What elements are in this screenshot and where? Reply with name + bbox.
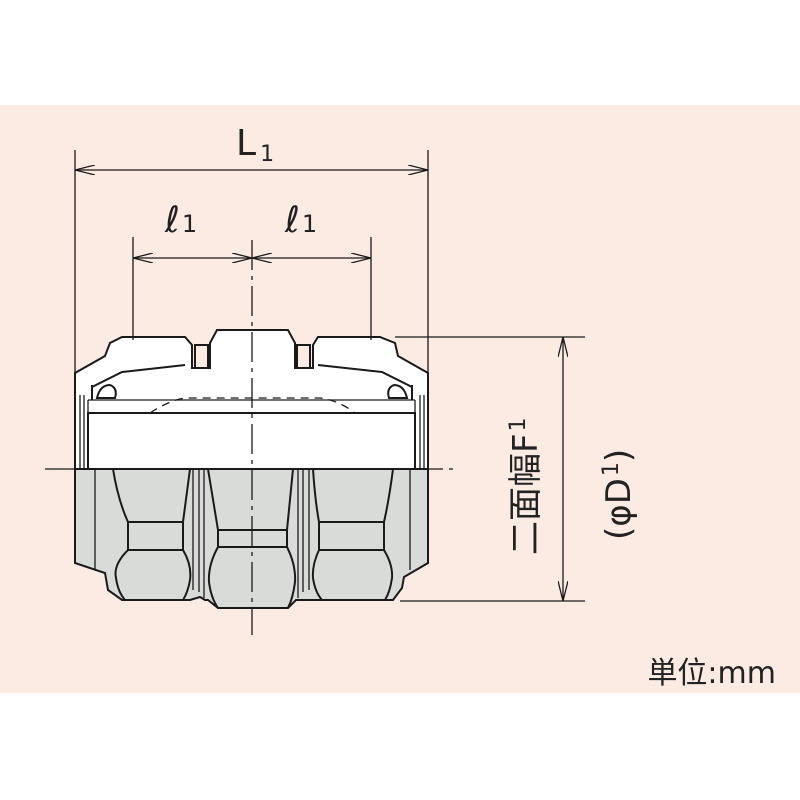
extension-lines	[74, 150, 585, 602]
unit-label: 単位:mm	[647, 656, 776, 691]
label-outer-diameter: (φD1)	[599, 449, 639, 540]
label-l1-right: ℓ1	[284, 200, 317, 241]
label-width-across-flats: 二面幅F1	[506, 417, 546, 555]
label-l1-left: ℓ1	[164, 200, 197, 241]
